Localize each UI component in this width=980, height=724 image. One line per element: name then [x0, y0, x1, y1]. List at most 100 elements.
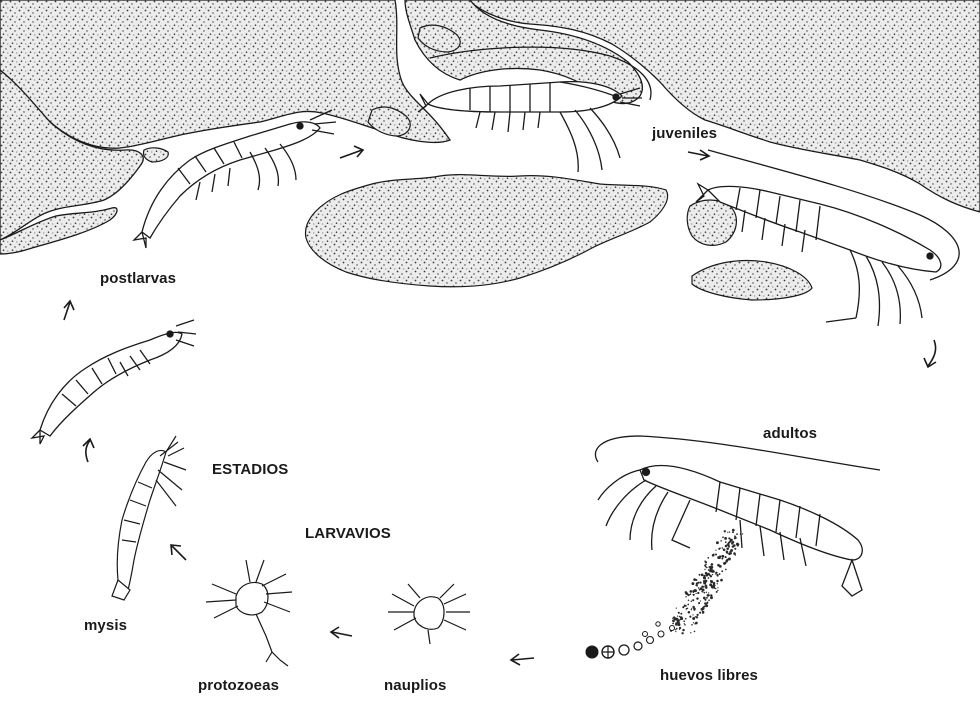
- egg-dot: [724, 537, 727, 540]
- egg-icon: [647, 637, 654, 644]
- egg-dot: [676, 628, 678, 630]
- egg-dot: [707, 603, 709, 605]
- egg-dot: [706, 587, 707, 588]
- egg-dot: [708, 592, 709, 593]
- egg-dot: [715, 550, 716, 551]
- egg-dot: [715, 553, 717, 555]
- egg-dot: [692, 606, 694, 608]
- egg-dot: [691, 609, 692, 610]
- egg-dot: [709, 574, 711, 576]
- egg-dot: [702, 611, 705, 614]
- egg-dot: [721, 570, 723, 572]
- egg-dot: [705, 604, 708, 607]
- island-right-upper: [687, 200, 736, 245]
- egg-dot: [710, 566, 713, 569]
- label-nauplius: nauplios: [384, 677, 446, 694]
- egg-dot: [732, 531, 734, 533]
- egg-dot: [733, 544, 736, 547]
- egg-dot: [708, 599, 710, 601]
- label-larval-stages-line2: LARVAVIOS: [305, 525, 391, 542]
- egg-dot: [712, 569, 714, 571]
- label-mysis: mysis: [84, 617, 127, 634]
- egg-dot: [715, 574, 716, 575]
- egg-dot: [693, 594, 695, 596]
- label-postlarvae: postlarvas: [100, 270, 176, 287]
- egg-dot: [691, 582, 694, 585]
- egg-dot: [696, 614, 698, 616]
- egg-dot: [692, 590, 694, 592]
- egg-dot: [709, 584, 711, 586]
- egg-dot: [734, 548, 736, 550]
- egg-dot: [692, 617, 695, 620]
- egg-dot: [721, 555, 724, 558]
- egg-dot: [702, 607, 704, 609]
- egg-dot: [686, 608, 688, 610]
- egg-dot: [696, 616, 698, 618]
- egg-dot: [675, 617, 677, 619]
- shrimp-adult: [598, 466, 862, 596]
- egg-icon: [656, 622, 660, 626]
- egg-dot: [713, 584, 716, 587]
- egg-dot: [676, 607, 677, 608]
- egg-dot: [685, 596, 687, 598]
- egg-icon: [670, 626, 675, 631]
- egg-dot: [694, 631, 696, 633]
- egg-dot: [683, 620, 685, 622]
- egg-dot: [724, 530, 726, 532]
- shrimp-juvenile-right: [696, 184, 941, 326]
- egg-dot: [704, 569, 705, 570]
- egg-dot: [723, 562, 725, 564]
- egg-dot: [687, 604, 689, 606]
- egg-dot: [675, 622, 677, 624]
- egg-icon: [634, 642, 642, 650]
- egg-dot: [717, 587, 718, 588]
- egg-dot: [727, 532, 728, 533]
- egg-dot: [699, 612, 701, 614]
- arrow-up-mysis: [83, 439, 94, 462]
- arrow-toward-adults: [688, 150, 709, 160]
- egg-dot: [742, 533, 743, 534]
- egg-dot: [672, 618, 673, 619]
- egg-dot: [691, 608, 692, 609]
- egg-dot: [717, 590, 718, 591]
- egg-dot: [692, 614, 693, 615]
- label-juveniles: juveniles: [652, 125, 717, 142]
- egg-dot: [703, 597, 706, 600]
- egg-dot: [720, 579, 723, 582]
- egg-dot: [726, 552, 728, 554]
- egg-dot: [722, 547, 724, 549]
- egg-dot: [682, 606, 684, 608]
- egg-dot: [685, 605, 687, 607]
- free-eggs: [586, 529, 743, 658]
- egg-dot: [685, 618, 687, 620]
- egg-dot: [700, 600, 701, 601]
- egg-dot: [695, 622, 698, 625]
- island-right-lower: [692, 261, 812, 300]
- egg-dot: [720, 540, 722, 542]
- egg-dot: [705, 566, 707, 568]
- egg-dot: [675, 631, 676, 632]
- egg-dot: [716, 591, 718, 593]
- egg-dot: [692, 600, 693, 601]
- route-adult-return: [595, 436, 880, 470]
- egg-dot: [732, 529, 735, 532]
- arrow-up-postlarvae: [64, 301, 74, 320]
- shrimp-juvenile-top: [418, 82, 642, 172]
- egg-dot: [700, 582, 702, 584]
- label-adults: adultos: [763, 425, 817, 442]
- egg-dot: [678, 612, 680, 614]
- egg-dot: [703, 592, 705, 594]
- egg-dot: [713, 554, 715, 556]
- egg-dot: [688, 611, 691, 614]
- egg-dot: [677, 620, 680, 623]
- egg-dot: [715, 588, 716, 589]
- egg-dot: [681, 632, 683, 634]
- egg-dot: [728, 558, 731, 561]
- egg-dot: [729, 531, 730, 532]
- egg-dot: [680, 619, 681, 620]
- egg-dot: [725, 542, 726, 543]
- arrow-adults-down: [924, 340, 936, 367]
- egg-dot: [691, 601, 692, 602]
